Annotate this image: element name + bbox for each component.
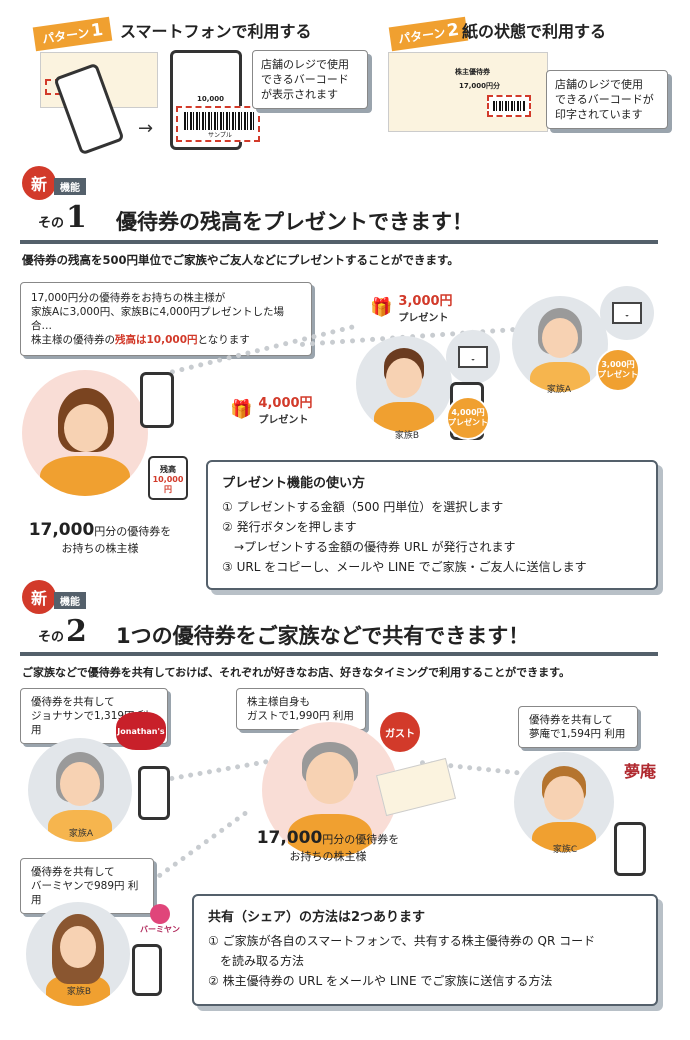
pattern1-barcode-highlight: サンプル (176, 106, 260, 142)
holder-phone-small (140, 372, 174, 428)
feature-tag: 機能 (54, 592, 86, 609)
dotted-trail (148, 809, 249, 885)
family-c-label: 家族C (552, 845, 578, 855)
family-c-phone (614, 822, 646, 876)
family-a-amount-bubble: 3,000円プレゼント (596, 348, 640, 392)
gift-icon: 🎁 (370, 296, 393, 318)
family-c-portrait (514, 752, 614, 852)
new-badge: 新 (22, 580, 56, 614)
family-b-label: 家族B (66, 987, 92, 997)
pattern1-phone-amount: 10,000 (197, 95, 225, 103)
family-a-portrait (28, 738, 132, 842)
pattern2-title: 紙の状態で利用する (462, 22, 607, 41)
section2-lead: ご家族などで優待券を共有しておけば、それぞれが好きなお店、好きなタイミングで利用… (22, 666, 571, 679)
pattern1: パターン1 スマートフォンで利用する → 10,000 サンプル 店舗のレジで使… (20, 10, 368, 156)
new-badge: 新 (22, 166, 56, 200)
family-b-label: 家族B (394, 431, 420, 441)
gift-4000: 🎁 4,000円プレゼント (220, 388, 323, 430)
jonathan-logo: Jonathan's (116, 712, 166, 750)
section1-lead: 優待券の残高を500円単位でご家族やご友人などにプレゼントすることができます。 (22, 253, 459, 267)
section1-title: 優待券の残高をプレゼントできます！ (116, 210, 473, 234)
pattern2-ticket-amount: 17,000円分 (459, 82, 501, 90)
holder-phone-remaining: 残高 10,000円 (148, 456, 188, 500)
envelope-icon (458, 346, 488, 368)
pattern1-callout: 店舗のレジで使用 できるバーコード が表示されます (252, 50, 368, 109)
family-a-label: 家族A (546, 385, 572, 395)
yumean-logo: 夢庵 (624, 762, 657, 781)
dotted-trail (159, 758, 269, 783)
family-b-amount-bubble: 4,000円プレゼント (446, 396, 490, 440)
family-a-portrait (512, 296, 608, 392)
pattern2-callout: 店舗のレジで使用 できるバーコードが 印字されています (546, 70, 668, 129)
peach-icon (150, 904, 170, 924)
pattern2: パターン2 紙の状態で利用する 株主優待券 17,000円分 店舗のレジで使用 … (384, 10, 684, 150)
section2-rule (20, 652, 658, 656)
pattern1-badge: パターン1 (32, 16, 113, 52)
pattern2-badge: パターン2 (388, 16, 469, 52)
pattern2-barcode-highlight (487, 95, 531, 117)
envelope-icon (612, 302, 642, 324)
holder-caption: 17,000円分の優待券を お持ちの株主様 (28, 520, 172, 555)
bamiyan-logo: バーミヤン (136, 904, 184, 935)
pattern1-title: スマートフォンで利用する (120, 22, 312, 41)
section1-rule (20, 240, 658, 244)
present-howto-box: プレゼント機能の使い方 ① プレゼントする金額（500 円単位）を選択します ②… (206, 460, 658, 590)
barcode-icon (493, 101, 525, 111)
gift-3000: 🎁 3,000円プレゼント (360, 286, 463, 328)
holder-caption: 17,000円分の優待券を お持ちの株主様 (256, 828, 400, 863)
arrow-right-icon: → (138, 118, 154, 139)
family-a-phone (138, 766, 170, 820)
feature-tag: 機能 (54, 178, 86, 195)
gift-icon: 🎁 (230, 398, 253, 420)
family-b-phone (132, 944, 162, 996)
holder-portrait (22, 370, 148, 496)
share-howto-box: 共有（シェア）の方法は2つあります ① ご家族が各自のスマートフォンで、共有する… (192, 894, 658, 1006)
pattern1-phone-sample: サンプル (208, 132, 232, 139)
family-c-usage-bubble: 優待券を共有して 夢庵で1,594円 利用 (518, 706, 638, 748)
section2-title: 1つの優待券をご家族などで共有できます！ (116, 624, 530, 648)
section1-speech-bubble: 17,000円分の優待券をお持ちの株主様が 家族Aに3,000円、家族Bに4,0… (20, 282, 312, 356)
gusto-logo: ガスト (380, 712, 420, 752)
pattern2-ticket-image: 株主優待券 17,000円分 (388, 52, 548, 132)
family-b-portrait (26, 902, 130, 1006)
family-a-label: 家族A (68, 829, 94, 839)
barcode-icon (184, 112, 254, 130)
holder-portrait (262, 722, 398, 858)
pattern2-ticket-title: 株主優待券 (455, 68, 490, 76)
family-b-portrait (356, 336, 452, 432)
